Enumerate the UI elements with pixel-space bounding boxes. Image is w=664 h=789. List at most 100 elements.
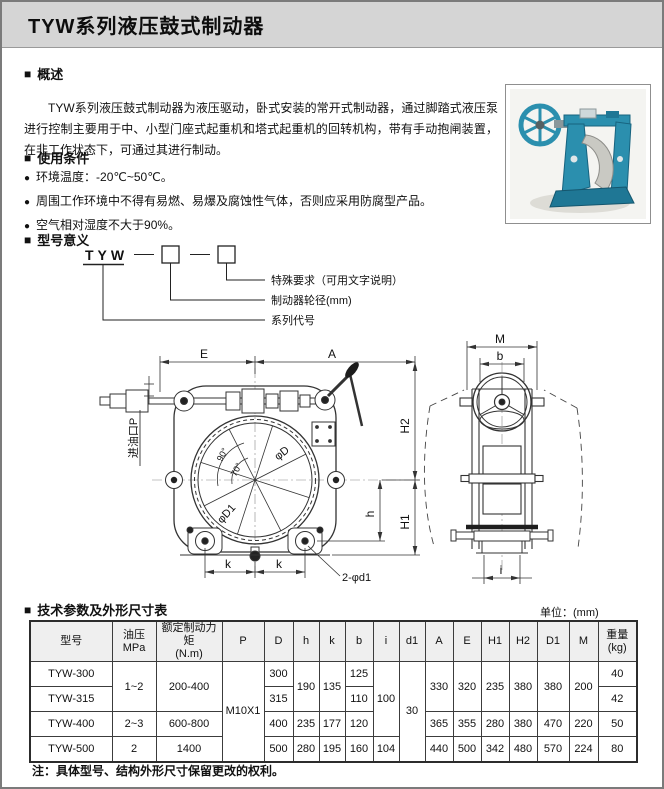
page-title: TYW系列液压鼓式制动器 xyxy=(28,16,265,38)
mounting-feet xyxy=(180,526,330,562)
condition-text: 空气相对湿度不大于90%。 xyxy=(36,218,181,232)
table-row: TYW-400 2~3 600-800 400 235 177 120 365 … xyxy=(29,711,638,737)
oil-port-callout: 进油口P xyxy=(126,376,154,466)
table-row: TYW-300 1~2 200-400 M10X1 300 190 135 12… xyxy=(29,661,638,762)
cell-d: 500 xyxy=(263,736,294,762)
cell-mpa: 2~3 xyxy=(111,711,157,737)
condition-text: 周围工作环境中不得有易燃、易爆及腐蚀性气体，否则应采用防腐型产品。 xyxy=(36,194,433,208)
section-heading-model: ■ 型号意义 xyxy=(24,230,89,249)
model-label-series: 系列代号 xyxy=(271,313,315,327)
hand-lever xyxy=(326,362,364,427)
model-label-special: 特殊要求（可用文字说明） xyxy=(271,273,403,287)
cell-e: 320 xyxy=(452,661,482,712)
cell-d1dim: 380 xyxy=(536,661,570,712)
cell-b: 160 xyxy=(344,736,374,762)
cell-h1: 342 xyxy=(480,736,510,762)
cell-d1: 30 xyxy=(398,661,426,762)
brake-drum xyxy=(190,415,320,545)
section-marker-icon: ■ xyxy=(24,232,32,247)
dia-d-label: φD xyxy=(273,444,292,463)
conditions-heading-text: 使用条件 xyxy=(37,151,90,166)
angle-90-label: 90° xyxy=(215,446,230,463)
col-header: k xyxy=(318,620,346,662)
side-base xyxy=(450,524,554,554)
product-photo-illustration xyxy=(510,89,646,219)
cell-torque: 1400 xyxy=(155,736,223,762)
overview-paragraph: TYW系列液压鼓式制动器为液压驱动，卧式安装的常开式制动器，通过脚踏式液压泵进行… xyxy=(24,101,498,157)
col-header: E xyxy=(452,620,482,662)
table-header-row: 型号 油压MPa 额定制动力矩 (N.m) P D h k b i d1 A E… xyxy=(29,620,638,662)
col-header: M xyxy=(568,620,599,662)
col-header: H1 xyxy=(480,620,510,662)
cell-d: 400 xyxy=(263,711,294,737)
cell-a: 440 xyxy=(424,736,454,762)
dim-k1-label: k xyxy=(225,557,232,571)
cell-model: TYW-400 xyxy=(29,711,113,737)
overview-heading-text: 概述 xyxy=(37,67,64,82)
footnote: 注：具体型号、结构外形尺寸保留更改的权利。 xyxy=(32,764,285,778)
front-view: 90° 70° φD φD1 xyxy=(99,347,422,584)
cell-a: 365 xyxy=(424,711,454,737)
cell-d1dim: 570 xyxy=(536,736,570,762)
dim-k2-label: k xyxy=(276,557,283,571)
col-header: P xyxy=(221,620,265,662)
col-header: h xyxy=(292,620,320,662)
cell-h1: 235 xyxy=(480,661,510,712)
col-header: b xyxy=(344,620,374,662)
side-handwheel xyxy=(472,372,532,432)
table-heading-text: 技术参数及外形尺寸表 xyxy=(37,603,168,618)
cell-model: TYW-500 xyxy=(29,736,113,762)
cell-torque: 200-400 xyxy=(155,661,223,712)
table-row: TYW-500 2 1400 500 280 195 160 104 440 5… xyxy=(29,736,638,762)
actuator-assembly xyxy=(99,388,336,447)
cell-d: 300 xyxy=(263,661,294,687)
section-marker-icon: ■ xyxy=(24,150,32,165)
col-header: 重量 (kg) xyxy=(597,620,638,662)
cell-m: 200 xyxy=(568,661,599,712)
bullet-icon: ● xyxy=(24,221,31,232)
dim-h1-label: H1 xyxy=(398,514,412,530)
col-header: D1 xyxy=(536,620,570,662)
dim-m-label: M xyxy=(495,334,505,346)
dim-e-label: E xyxy=(200,347,208,361)
dia-d1-label: φD1 xyxy=(215,502,238,526)
cell-b: 120 xyxy=(344,711,374,737)
dim-a-label: A xyxy=(328,347,336,361)
cell-k: 135 xyxy=(318,661,346,712)
cell-model: TYW-300 xyxy=(29,661,113,687)
cell-e: 500 xyxy=(452,736,482,762)
cell-weight: 40 xyxy=(597,661,638,687)
bolt-callout-label: 2-φd1 xyxy=(342,572,371,584)
col-header: 型号 xyxy=(29,620,113,662)
cell-i: 100 xyxy=(372,661,400,737)
cell-h2: 380 xyxy=(508,711,538,737)
title-bar: TYW系列液压鼓式制动器 xyxy=(2,2,662,48)
product-photo-frame xyxy=(505,84,651,224)
side-view: M b i xyxy=(424,334,583,584)
col-header: d1 xyxy=(398,620,426,662)
cell-h1: 280 xyxy=(480,711,510,737)
col-header: 额定制动力矩 (N.m) xyxy=(155,620,223,662)
cell-h: 235 xyxy=(292,711,320,737)
cell-b: 110 xyxy=(344,686,374,712)
model-heading-text: 型号意义 xyxy=(37,233,90,248)
cell-h: 280 xyxy=(292,736,320,762)
condition-item: ● 空气相对湿度不大于90%。 xyxy=(24,214,432,238)
model-designation-diagram: TYW 特殊要求（可用文字说明） 制动器轮径(mm) 系列代号 xyxy=(83,245,403,327)
section-heading-table: ■ 技术参数及外形尺寸表 xyxy=(24,600,167,619)
section-marker-icon: ■ xyxy=(24,602,32,617)
cell-k: 177 xyxy=(318,711,346,737)
cell-e: 355 xyxy=(452,711,482,737)
cell-m: 220 xyxy=(568,711,599,737)
cell-h2: 480 xyxy=(508,736,538,762)
cell-d1dim: 470 xyxy=(536,711,570,737)
condition-text: 环境温度：-20℃~50℃。 xyxy=(36,170,173,184)
dimension-drawing: 90° 70° φD φD1 xyxy=(99,334,583,584)
cell-d: 315 xyxy=(263,686,294,712)
col-header: H2 xyxy=(508,620,538,662)
bullet-icon: ● xyxy=(24,197,31,208)
section-heading-overview: ■ 概述 xyxy=(24,64,63,83)
condition-item: ● 环境温度：-20℃~50℃。 xyxy=(24,166,432,190)
cell-k: 195 xyxy=(318,736,346,762)
dim-b-label: b xyxy=(497,349,504,363)
